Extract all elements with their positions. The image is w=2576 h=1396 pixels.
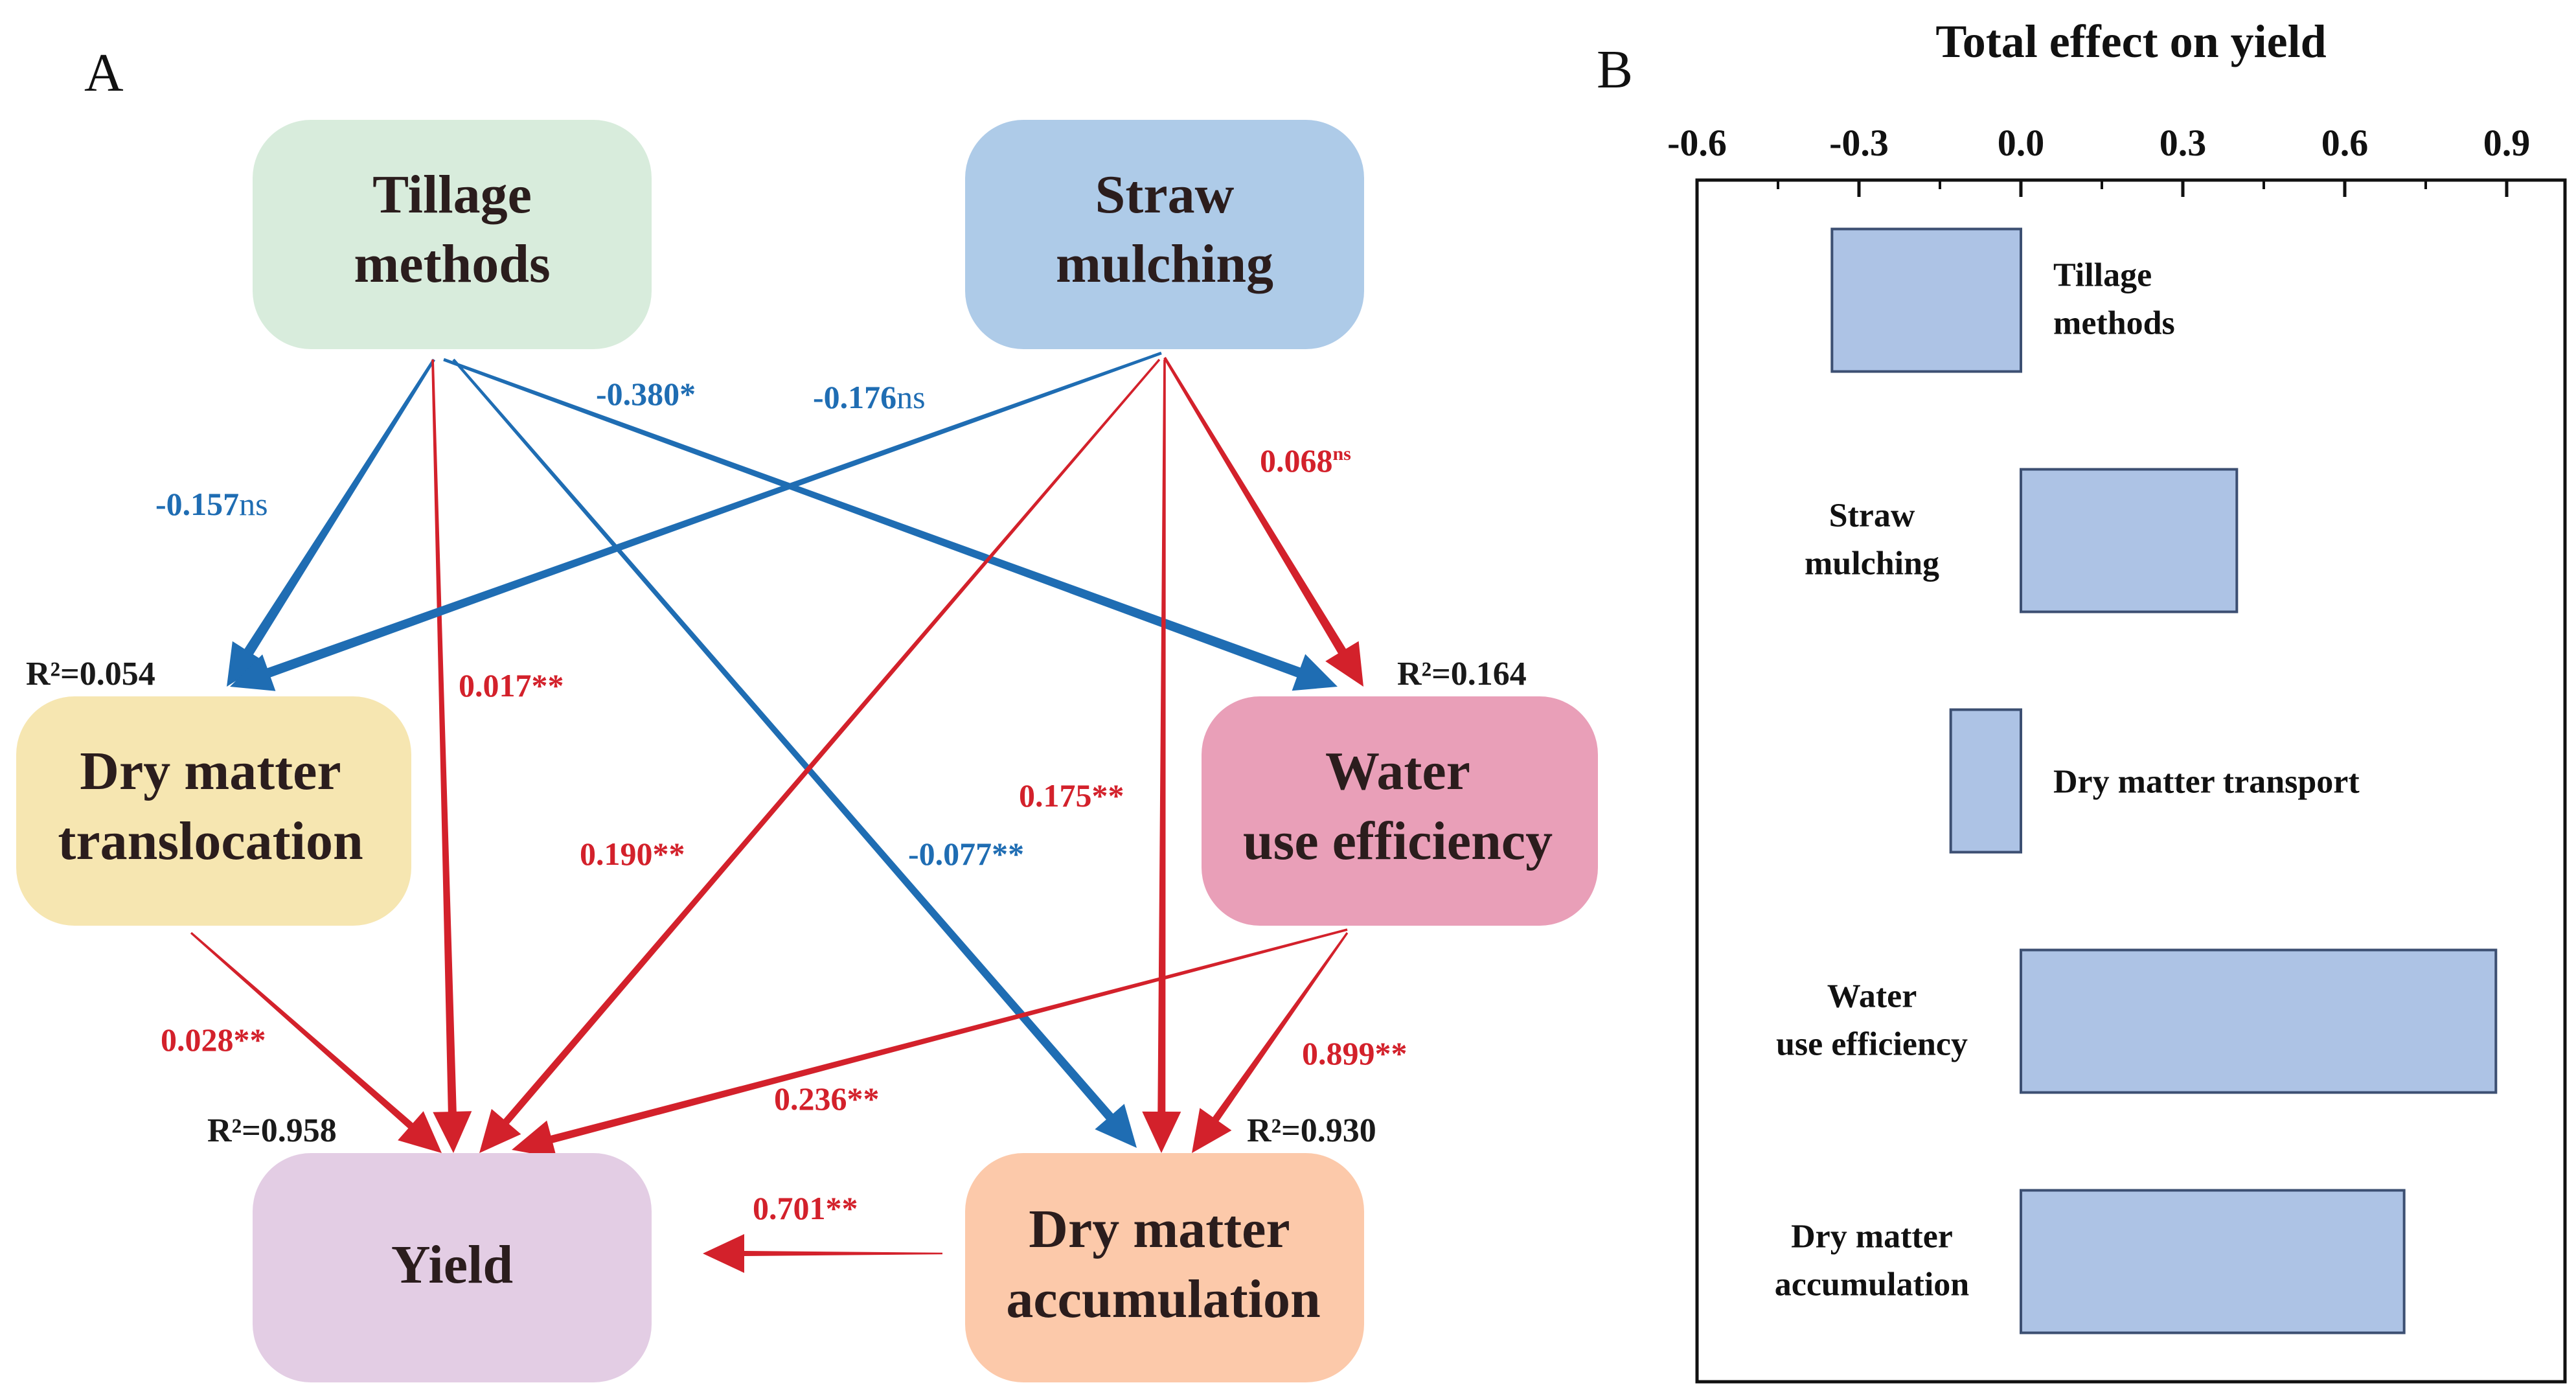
x-tick-label: 0.9 [2483, 122, 2531, 164]
panel-a-letter: A [84, 43, 124, 103]
r2-label-yield: R²=0.958 [207, 1112, 337, 1149]
arrow-straw-to-dmt [230, 351, 1162, 691]
chart-title: Total effect on yield [1935, 16, 2326, 67]
node-label-line2: translocation [58, 811, 363, 871]
arrow-tillage-to-dma [452, 358, 1137, 1148]
coef-label-tillage-to-dmt: -0.157ns [155, 486, 268, 522]
x-tick-label: 0.6 [2321, 122, 2369, 164]
arrow-tillage-to-yield [431, 359, 472, 1153]
node-label-line2: methods [354, 234, 550, 294]
coef-label-tillage-to-dma: -0.077** [908, 836, 1024, 872]
bar-category-label: Dry matter [1791, 1219, 1953, 1255]
bar-category-label: Straw [1829, 498, 1915, 534]
arrow-straw-to-wue [1163, 356, 1363, 687]
node-yield: Yield [253, 1153, 652, 1382]
coef-label-dmt-to-yield: 0.028** [161, 1022, 266, 1058]
bar-category-label: methods [2053, 305, 2175, 342]
node-label-line1: Yield [391, 1235, 513, 1295]
arrow-straw-to-dma [1142, 360, 1181, 1153]
bar [1830, 227, 2022, 373]
x-tick-label: 0.0 [1998, 122, 2045, 164]
x-axis-ticks: -0.6 -0.3 0.0 0.3 0.6 0.9 [1667, 122, 2530, 197]
bar [2020, 1189, 2406, 1334]
total-effect-bar-chart: B Total effect on yield -0.6 -0.3 0.0 0.3 0.… [1597, 16, 2567, 1384]
r2-label-water-use-efficiency: R²=0.164 [1397, 656, 1527, 692]
bar-category-label: Dry matter transport [2053, 764, 2360, 801]
node-label-line2: use efficiency [1243, 811, 1553, 871]
bar-category-label: mulching [1805, 545, 1939, 582]
arrow-tillage-to-dmt [227, 358, 435, 687]
coef-label-tillage-to-yield: 0.017** [459, 667, 564, 704]
coef-label-dma-to-yield: 0.701** [753, 1190, 858, 1226]
x-tick-label: -0.6 [1667, 122, 1727, 164]
node-label-line1: Straw [1095, 165, 1235, 225]
x-tick-label: 0.3 [2160, 122, 2207, 164]
node-label-line2: accumulation [1006, 1269, 1320, 1329]
node-label-line1: Water [1325, 741, 1470, 801]
node-box [253, 1153, 652, 1382]
node-box [253, 120, 652, 349]
arrow-dma-to-yield [703, 1234, 942, 1273]
coef-label-wue-to-dma: 0.899** [1302, 1035, 1408, 1071]
node-box [1202, 696, 1598, 926]
bar [1949, 708, 2023, 854]
node-box [16, 696, 411, 926]
node-label-line1: Tillage [372, 165, 532, 225]
bar [2020, 948, 2498, 1094]
node-label-line1: Dry matter [80, 741, 341, 801]
arrow-dmt-to-yield [190, 932, 442, 1153]
coef-label-straw-to-dmt: -0.176ns [813, 379, 926, 415]
bar [2020, 468, 2239, 613]
coef-label-straw-to-wue: 0.068ns [1260, 442, 1351, 479]
node-box [965, 1153, 1364, 1382]
arrow-straw-to-yield [479, 358, 1161, 1153]
r2-label-dry-matter-accumulation: R²=0.930 [1247, 1112, 1376, 1149]
arrow-wue-to-yield [512, 928, 1348, 1158]
node-dry-matter-accumulation: Dry matter accumulation [965, 1153, 1364, 1382]
path-coefficients: -0.157ns -0.380* 0.017** -0.077** -0.176ns 0.… [155, 376, 1408, 1226]
node-dry-matter-translocation: Dry matter translocation [16, 696, 411, 926]
bar-category-label: accumulation [1775, 1266, 1970, 1303]
node-label-line1: Dry matter [1029, 1199, 1290, 1259]
bar-category-label: Tillage [2053, 257, 2152, 294]
path-arrows [190, 351, 1363, 1273]
node-tillage-methods: Tillage methods [253, 120, 652, 349]
coef-label-tillage-to-wue: -0.380* [596, 376, 696, 412]
node-label-line2: mulching [1056, 234, 1273, 294]
r2-label-dry-matter-translocation: R²=0.054 [26, 656, 155, 692]
plot-frame [1695, 178, 2567, 1384]
coef-label-wue-to-yield: 0.236** [774, 1081, 880, 1117]
bar-category-label: Water [1827, 978, 1917, 1015]
coef-label-straw-to-yield: 0.190** [580, 836, 685, 872]
coef-label-straw-to-dma: 0.175** [1019, 777, 1124, 814]
x-tick-label: -0.3 [1829, 122, 1889, 164]
node-water-use-efficiency: Water use efficiency [1202, 696, 1598, 926]
panel-b-letter: B [1597, 40, 1633, 100]
arrow-wue-to-dma [1192, 932, 1349, 1153]
node-box [965, 120, 1364, 349]
path-diagram: A Tillage methods Straw mulching Dry mat… [16, 43, 1598, 1382]
node-straw-mulching: Straw mulching [965, 120, 1364, 349]
arrow-tillage-to-wue [443, 358, 1338, 691]
bar-category-label: use efficiency [1776, 1026, 1968, 1063]
